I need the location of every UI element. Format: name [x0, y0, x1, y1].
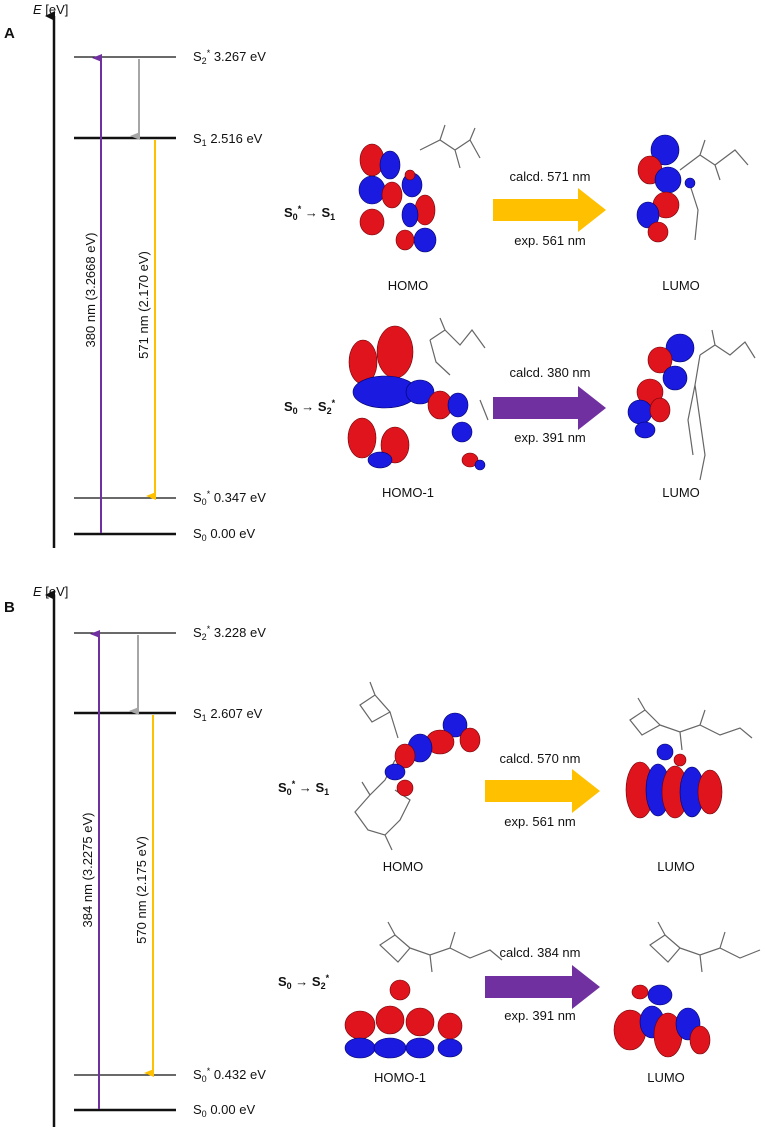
exp-label-b2: exp. 391 nm [504, 1008, 576, 1023]
transition-arrow-a1 [493, 188, 606, 232]
emission-label-b: 570 nm (2.175 eV) [134, 836, 149, 944]
transition-label-a2: S0 → S2* [284, 398, 336, 416]
absorption-label-b: 384 nm (3.2275 eV) [80, 813, 95, 928]
exp-label-b1: exp. 561 nm [504, 814, 576, 829]
orbital-b-homo [354, 681, 481, 851]
axis-label-b: E [eV] [33, 584, 68, 599]
orbital-a-homo [358, 124, 481, 253]
orbital-a-lumo-2 [627, 329, 756, 481]
transition-label-b2: S0 → S2* [278, 973, 330, 991]
orbital-label-a-homo1: HOMO-1 [382, 485, 434, 500]
panel-a-letter: A [4, 25, 15, 42]
panel-a: A E [eV] S2* 3.267 eV S1 2.516 eV S0* 0.… [4, 2, 756, 548]
calcd-label-b2: calcd. 384 nm [500, 945, 581, 960]
orbital-label-b-homo: HOMO [383, 859, 423, 874]
transition-arrow-a2 [493, 386, 606, 430]
absorption-label-a: 380 nm (3.2668 eV) [83, 233, 98, 348]
transition-arrow-b1 [485, 769, 600, 813]
orbital-b-lumo-2 [613, 921, 761, 1058]
orbital-label-b-lumo1: LUMO [657, 859, 695, 874]
exp-label-a2: exp. 391 nm [514, 430, 586, 445]
transition-arrow-b2 [485, 965, 600, 1009]
transition-label-b1: S0* → S1 [278, 779, 329, 797]
orbital-label-a-homo: HOMO [388, 278, 428, 293]
level-label-s1-b: S1 2.607 eV [193, 706, 263, 723]
exp-label-a1: exp. 561 nm [514, 233, 586, 248]
level-label-s0star-b: S0* 0.432 eV [193, 1066, 266, 1084]
transition-label-a1: S0* → S1 [284, 204, 335, 222]
orbital-label-a-lumo1: LUMO [662, 278, 700, 293]
orbital-label-b-homo1: HOMO-1 [374, 1070, 426, 1085]
panel-b: B E [eV] S2* 3.228 eV S1 2.607 eV S0* 0.… [4, 584, 761, 1127]
panel-b-letter: B [4, 599, 15, 616]
level-label-s2star-b: S2* 3.228 eV [193, 624, 266, 642]
level-label-s0-b: S0 0.00 eV [193, 1102, 255, 1119]
orbital-label-b-lumo2: LUMO [647, 1070, 685, 1085]
orbital-b-homo-1 [344, 921, 503, 1059]
emission-label-a: 571 nm (2.170 eV) [136, 251, 151, 359]
calcd-label-a1: calcd. 571 nm [510, 169, 591, 184]
orbital-a-homo-1 [347, 317, 489, 471]
level-label-s2star-a: S2* 3.267 eV [193, 48, 266, 66]
orbital-label-a-lumo2: LUMO [662, 485, 700, 500]
level-label-s0-a: S0 0.00 eV [193, 526, 255, 543]
level-label-s1-a: S1 2.516 eV [193, 131, 263, 148]
axis-label-a: E [eV] [33, 2, 68, 17]
calcd-label-a2: calcd. 380 nm [510, 365, 591, 380]
level-label-s0star-a: S0* 0.347 eV [193, 489, 266, 507]
orbital-b-lumo-1 [625, 697, 753, 819]
orbital-a-lumo-1 [636, 134, 749, 243]
calcd-label-b1: calcd. 570 nm [500, 751, 581, 766]
